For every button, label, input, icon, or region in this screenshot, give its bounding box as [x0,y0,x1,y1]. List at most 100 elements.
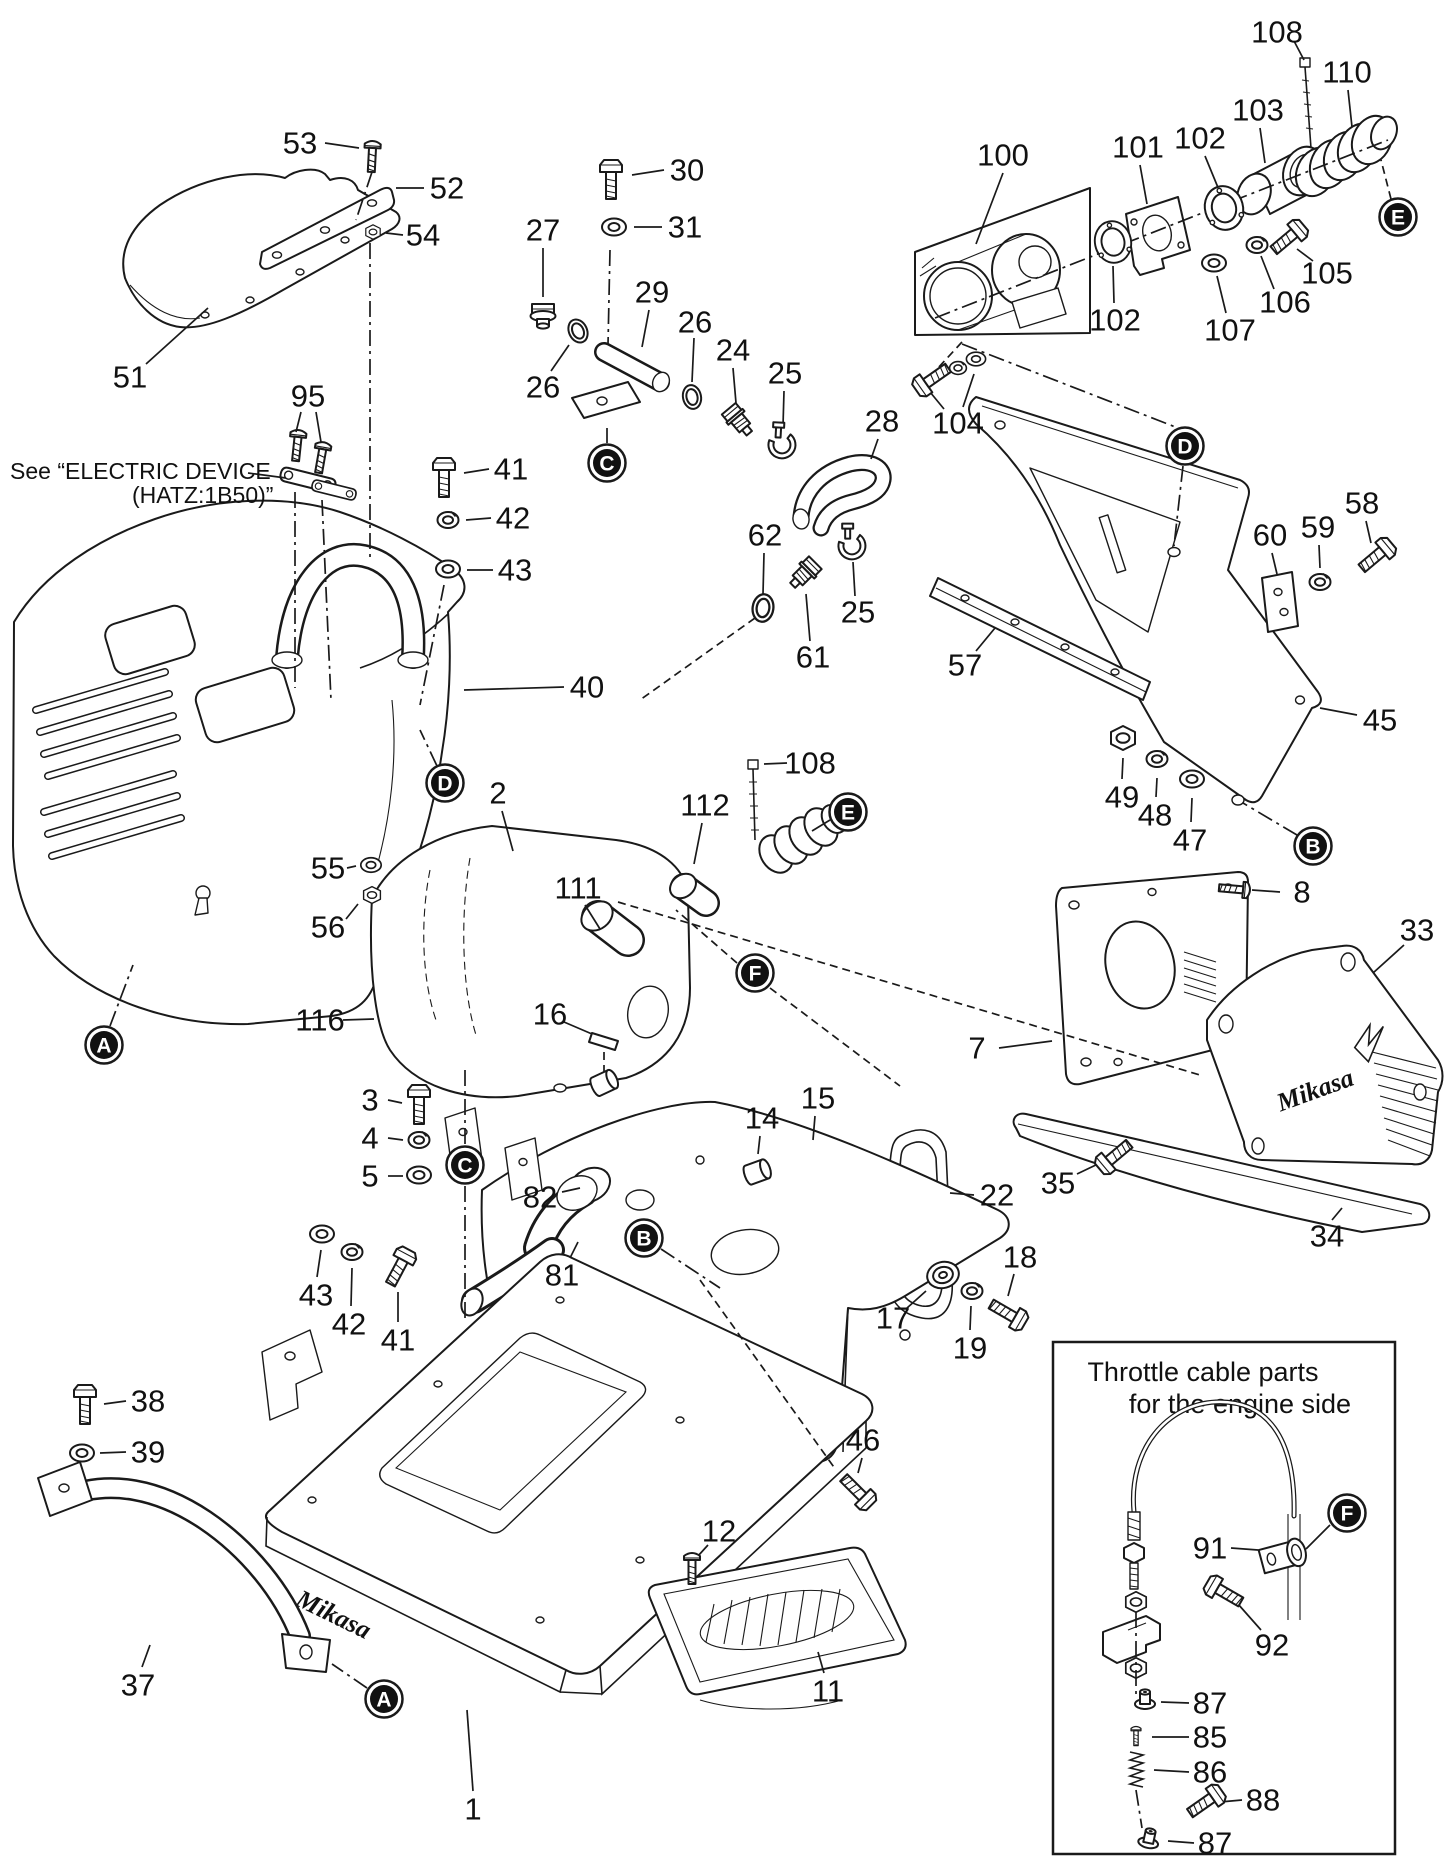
leader-line [316,1249,322,1278]
ref-circle-F: F [735,953,775,993]
tray-11 [647,1546,907,1710]
leader-line [1260,255,1275,290]
leader-line [1007,1273,1015,1297]
icon-screw [286,428,308,463]
part-number-88: 88 [1246,1783,1280,1818]
part-number-37: 37 [121,1668,155,1703]
electric-device-note-line2: (HATZ:1B50)” [132,482,273,508]
leader-line [385,232,404,236]
leader-line [561,1187,581,1193]
part-number-48: 48 [1138,798,1172,833]
engine-cover-40 [12,499,466,1026]
part-number-47: 47 [1173,823,1207,858]
construction-line [617,901,1201,1076]
leader-line [1204,155,1220,191]
icon-oring [679,382,705,412]
part-number-42: 42 [496,501,530,536]
construction-line [321,499,332,701]
leader-line [1237,1603,1262,1631]
icon-boltV [73,1384,97,1425]
leader-line [962,373,975,408]
leader-line [563,1021,593,1035]
icon-washer [601,217,627,237]
icon-boltA [1353,533,1400,578]
leader-line [342,1018,375,1021]
part-number-61: 61 [796,640,830,675]
leader-line [693,822,703,865]
part-number-108: 108 [1251,15,1303,50]
construction-line [934,139,1389,319]
part-number-43: 43 [299,1278,333,1313]
part-number-41: 41 [381,1323,415,1358]
leader-line [1160,1701,1190,1704]
svg-text:F: F [1341,1503,1354,1526]
svg-text:E: E [841,802,855,825]
key-16 [587,1032,622,1099]
part-number-3: 3 [361,1083,378,1118]
icon-boltV [407,1084,431,1125]
part-number-112: 112 [680,788,729,823]
icon-screw [309,439,333,476]
leader-line [757,1135,761,1155]
icon-boltV [599,159,623,200]
construction-line [355,171,373,221]
part-number-85: 85 [1193,1720,1227,1755]
part-number-86: 86 [1193,1755,1227,1790]
belt-22 [887,1129,954,1320]
leader-line [975,172,1004,245]
part-number-87: 87 [1193,1686,1227,1721]
part-number-103: 103 [1232,93,1284,128]
svg-text:F: F [749,963,762,986]
part-number-40: 40 [570,670,604,705]
clamp-91 [1257,1537,1307,1575]
part-number-60: 60 [1253,518,1287,553]
ref-circle-B: B [1293,826,1333,866]
leader-line [1372,944,1405,974]
cover-keyhole [194,885,211,916]
ref-leader-line [1173,465,1184,547]
construction-line [419,584,445,706]
part-number-51: 51 [113,360,147,395]
leader-line [501,810,514,852]
part-number-28: 28 [865,404,899,439]
leader-line [1121,757,1124,780]
ref-circle-E: E [828,792,868,832]
part-number-26: 26 [526,370,560,405]
part-number-26: 26 [678,305,712,340]
leader-line [145,307,209,365]
cover-plate-51 [122,168,401,329]
ref-circle-C: C [587,443,627,483]
part-number-38: 38 [131,1384,165,1419]
icon-boltV [432,457,456,498]
leader-line [763,762,788,765]
part-number-18: 18 [1003,1240,1037,1275]
leader-line [1347,89,1353,128]
bracket-45 [968,396,1322,806]
leader-line [1216,275,1227,314]
construction-line [769,987,901,1087]
icon-washer [359,856,383,874]
part-number-56: 56 [311,910,345,945]
cable-tie-108-mid [747,759,759,841]
construction-line [607,249,611,346]
cover-louvers [32,668,185,860]
icon-boltA [908,357,956,401]
corrugated-hose-110 [1294,114,1398,198]
part-number-33: 33 [1400,913,1434,948]
part-number-1: 1 [464,1792,481,1827]
part-number-46: 46 [846,1423,880,1458]
part-number-92: 92 [1255,1628,1289,1663]
leader-line [1190,797,1193,823]
leader-line [1318,544,1321,569]
leader-line [1251,889,1281,893]
part-number-43: 43 [498,553,532,588]
icon-washer [406,1165,432,1185]
svg-text:E: E [1391,207,1405,230]
part-number-14: 14 [745,1101,779,1136]
static-parts: Mikasa [10,57,1444,1856]
part-number-54: 54 [406,218,440,253]
part-number-95: 95 [291,379,325,414]
leader-line [466,1709,474,1792]
leader-line [1112,265,1115,304]
leader-line [569,1241,579,1259]
